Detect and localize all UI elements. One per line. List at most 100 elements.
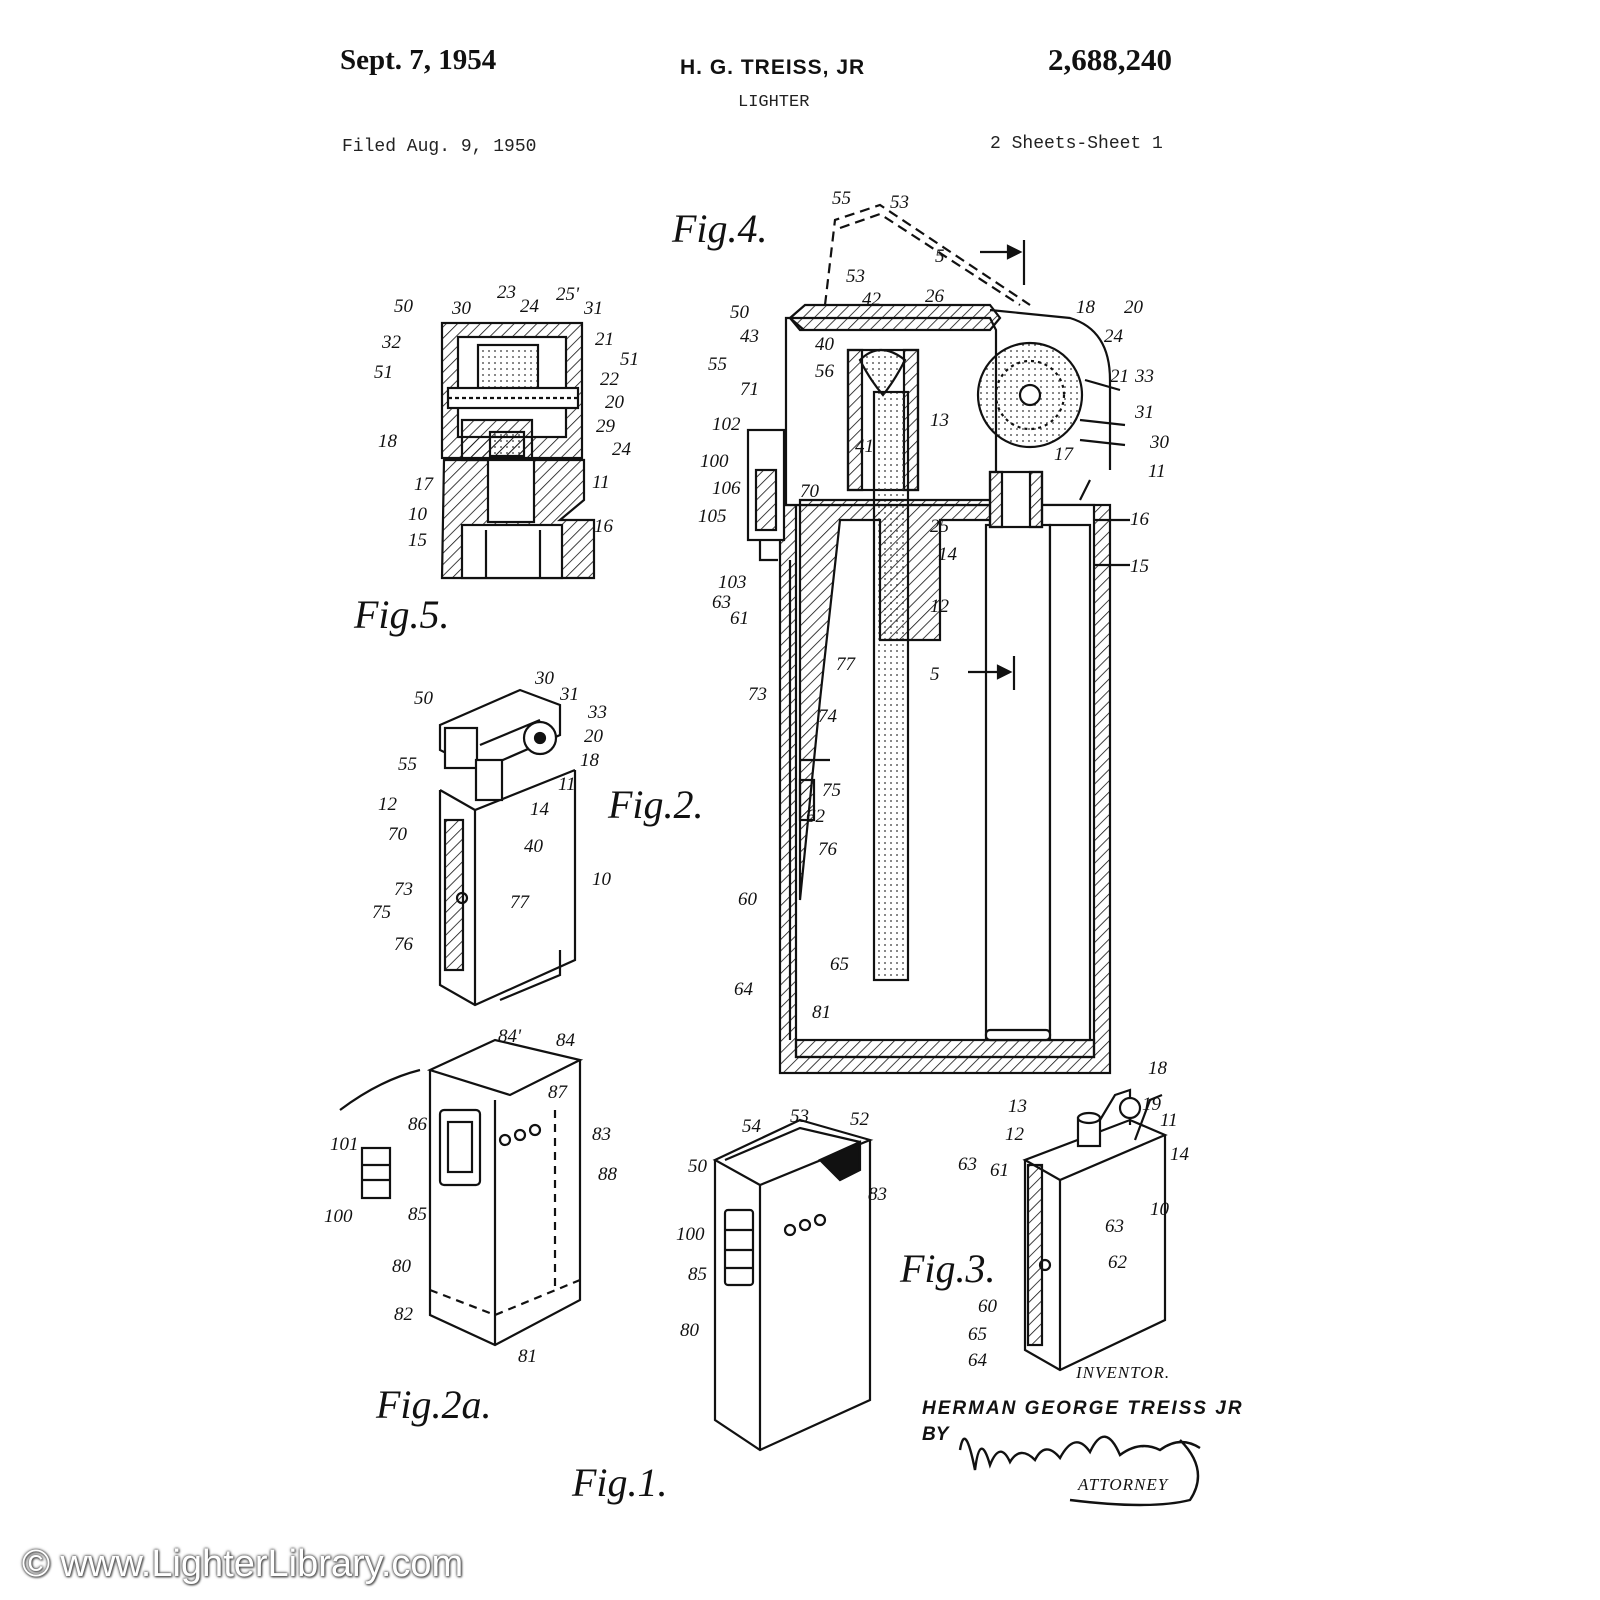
svg-text:31: 31 xyxy=(583,298,603,319)
svg-text:102: 102 xyxy=(712,414,741,435)
svg-text:18: 18 xyxy=(580,750,600,771)
svg-text:60: 60 xyxy=(978,1296,998,1317)
svg-text:100: 100 xyxy=(676,1224,705,1245)
svg-text:31: 31 xyxy=(559,684,579,705)
svg-text:10: 10 xyxy=(408,504,428,525)
svg-text:55: 55 xyxy=(832,188,851,209)
svg-text:30: 30 xyxy=(451,298,472,319)
svg-text:5: 5 xyxy=(930,664,940,685)
svg-text:70: 70 xyxy=(800,481,820,502)
inventor-name: HERMAN GEORGE TREISS JR xyxy=(922,1398,1244,1419)
svg-text:10: 10 xyxy=(592,869,612,890)
figure-1-title: Fig.1. xyxy=(571,1460,668,1505)
svg-text:88: 88 xyxy=(598,1164,618,1185)
svg-text:51: 51 xyxy=(374,362,393,383)
svg-text:26: 26 xyxy=(925,286,945,307)
svg-text:50: 50 xyxy=(688,1156,708,1177)
svg-text:75: 75 xyxy=(822,780,841,801)
svg-text:56: 56 xyxy=(815,361,835,382)
svg-text:82: 82 xyxy=(394,1304,414,1325)
svg-text:52: 52 xyxy=(850,1109,870,1130)
svg-text:53: 53 xyxy=(890,192,909,213)
svg-text:71: 71 xyxy=(740,379,759,400)
figure-2-title: Fig.2. xyxy=(607,782,704,827)
svg-text:11: 11 xyxy=(1148,461,1166,482)
svg-text:21: 21 xyxy=(1110,366,1129,387)
svg-text:20: 20 xyxy=(1124,297,1144,318)
svg-text:65: 65 xyxy=(830,954,849,975)
svg-text:30: 30 xyxy=(534,668,555,689)
inventor-header: H. G. TREISS, JR xyxy=(680,56,866,79)
patent-title: LIGHTER xyxy=(738,93,810,112)
attorney-signature xyxy=(958,1435,1201,1507)
svg-text:65: 65 xyxy=(968,1324,987,1345)
svg-text:87: 87 xyxy=(548,1082,569,1103)
svg-text:16: 16 xyxy=(1130,509,1150,530)
svg-text:18: 18 xyxy=(1076,297,1096,318)
svg-text:18: 18 xyxy=(1148,1058,1168,1079)
svg-text:50: 50 xyxy=(730,302,750,323)
svg-text:18: 18 xyxy=(378,431,398,452)
svg-text:55: 55 xyxy=(398,754,417,775)
svg-text:80: 80 xyxy=(392,1256,412,1277)
svg-text:83: 83 xyxy=(592,1124,611,1145)
watermark: © www.LighterLibrary.com xyxy=(22,1543,464,1585)
svg-text:23: 23 xyxy=(497,282,516,303)
svg-text:55: 55 xyxy=(708,354,727,375)
svg-text:101: 101 xyxy=(330,1134,359,1155)
svg-text:22: 22 xyxy=(600,369,620,390)
patent-date: Sept. 7, 1954 xyxy=(340,44,497,76)
figure-2-drawing xyxy=(438,688,577,1007)
svg-text:74: 74 xyxy=(818,706,838,727)
svg-text:42: 42 xyxy=(862,289,882,310)
svg-text:62: 62 xyxy=(806,806,826,827)
svg-text:14: 14 xyxy=(938,544,958,565)
svg-text:76: 76 xyxy=(394,934,414,955)
svg-text:81: 81 xyxy=(518,1346,537,1367)
svg-text:24: 24 xyxy=(1104,326,1124,347)
svg-text:103: 103 xyxy=(718,572,747,593)
svg-text:43: 43 xyxy=(740,326,759,347)
svg-text:11: 11 xyxy=(558,774,576,795)
svg-text:73: 73 xyxy=(394,879,413,900)
figure-5-title: Fig.5. xyxy=(353,592,450,637)
svg-text:21: 21 xyxy=(595,329,614,350)
svg-text:17: 17 xyxy=(414,474,435,495)
attorney-label: ATTORNEY xyxy=(1078,1475,1169,1494)
svg-text:40: 40 xyxy=(815,334,835,355)
svg-text:63: 63 xyxy=(712,592,731,613)
svg-text:50: 50 xyxy=(414,688,434,709)
svg-text:14: 14 xyxy=(1170,1144,1190,1165)
svg-text:12: 12 xyxy=(930,596,950,617)
patent-number: 2,688,240 xyxy=(1048,42,1172,77)
svg-text:41: 41 xyxy=(855,436,874,457)
svg-text:25': 25' xyxy=(556,284,580,305)
figure-3-drawing xyxy=(1022,1088,1168,1372)
svg-text:13: 13 xyxy=(1008,1096,1027,1117)
svg-text:30: 30 xyxy=(1149,432,1170,453)
svg-text:20: 20 xyxy=(605,392,625,413)
figure-2a-title: Fig.2a. xyxy=(375,1382,492,1427)
svg-text:84: 84 xyxy=(556,1030,576,1051)
svg-text:63: 63 xyxy=(1105,1216,1124,1237)
svg-text:85: 85 xyxy=(688,1264,707,1285)
svg-text:40: 40 xyxy=(524,836,544,857)
svg-text:12: 12 xyxy=(378,794,398,815)
svg-text:100: 100 xyxy=(700,451,729,472)
figure-5-section xyxy=(440,321,596,580)
figure-3-title: Fig.3. xyxy=(899,1246,996,1291)
svg-text:19: 19 xyxy=(1142,1094,1162,1115)
svg-text:54: 54 xyxy=(742,1116,762,1137)
svg-text:70: 70 xyxy=(388,824,408,845)
svg-text:85: 85 xyxy=(408,1204,427,1225)
svg-text:20: 20 xyxy=(584,726,604,747)
svg-text:86: 86 xyxy=(408,1114,428,1135)
svg-text:12: 12 xyxy=(1005,1124,1025,1145)
svg-text:16: 16 xyxy=(594,516,614,537)
figure-1-drawing xyxy=(712,1118,874,1452)
figure-4-section xyxy=(746,203,1130,1075)
